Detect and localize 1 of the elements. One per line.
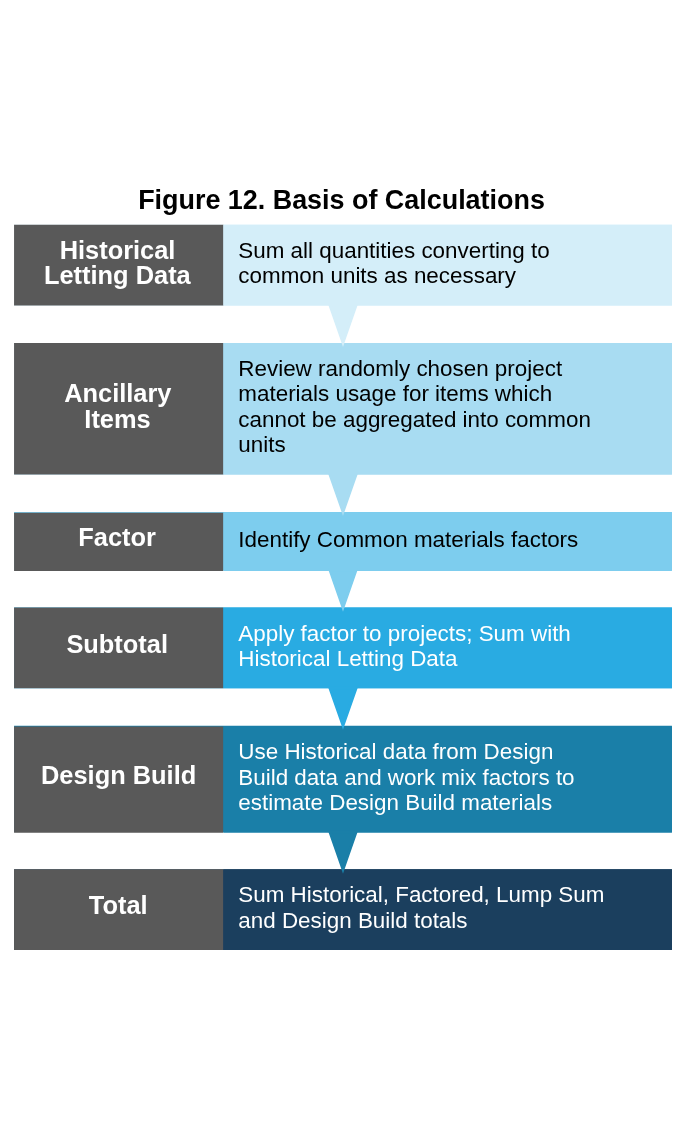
- diagram-title: Figure 12. Basis of Calculations: [138, 184, 545, 215]
